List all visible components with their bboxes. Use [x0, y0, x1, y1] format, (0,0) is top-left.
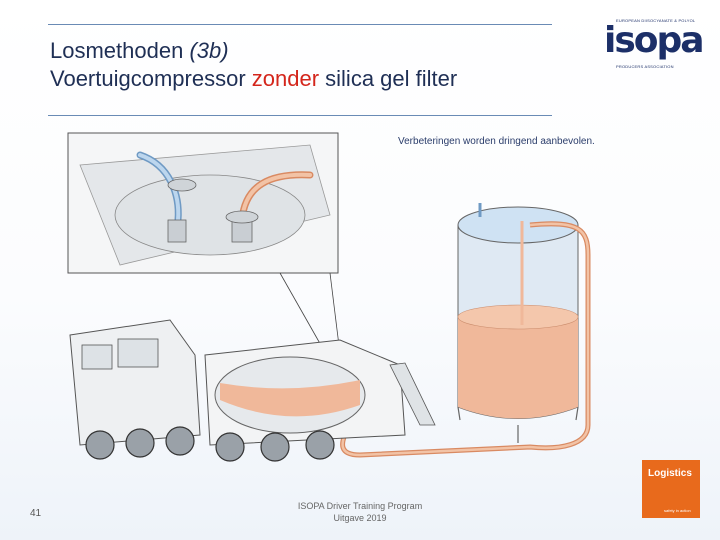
title-line2-before: Voertuigcompressor	[50, 66, 252, 91]
tank-truck	[69, 319, 436, 462]
improvement-note: Verbeteringen worden dringend aanbevolen…	[398, 136, 595, 147]
page-number: 41	[30, 508, 42, 519]
title-line-2: Voertuigcompressor zonder silica gel fil…	[50, 65, 590, 93]
footer: ISOPA Driver Training Program Uitgave 20…	[270, 500, 450, 524]
title-main-text: Losmethoden	[50, 38, 190, 63]
footer-line-2: Uitgave 2019	[333, 513, 387, 523]
truck-compressor-unloading-illustration	[67, 132, 591, 462]
logo-tagline-top: EUROPEAN DIISOCYANATE & POLYOL	[616, 18, 696, 23]
title-rule-bottom	[48, 115, 552, 116]
logo-tagline-bottom: PRODUCERS ASSOCIATION	[616, 64, 674, 69]
badge-sub: safety in action	[664, 508, 691, 513]
title-line-1: Losmethoden (3b)	[50, 37, 590, 65]
title-line2-after: silica gel filter	[319, 66, 458, 91]
title-rule-top	[48, 24, 552, 25]
logistics-badge: Logistics safety in action	[642, 460, 700, 518]
isopa-logo-icon: EUROPEAN DIISOCYANATE & POLYOL isopa PRO…	[600, 14, 712, 69]
slide-title: Losmethoden (3b) Voertuigcompressor zond…	[50, 37, 590, 93]
title-emphasis-text: (3b)	[189, 38, 229, 63]
inset-detail	[67, 132, 339, 274]
logo-wordmark: isopa	[604, 20, 705, 61]
storage-tank	[340, 203, 591, 458]
badge-label: Logistics	[648, 468, 692, 479]
footer-line-1: ISOPA Driver Training Program	[297, 501, 423, 511]
title-accent-word: zonder	[251, 66, 320, 91]
